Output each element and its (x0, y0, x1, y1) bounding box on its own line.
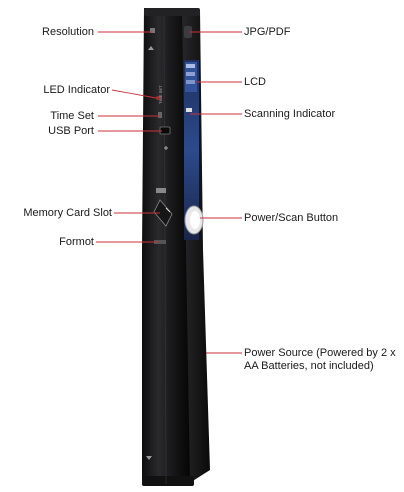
scanner-top-cap (144, 8, 200, 16)
memory-card-slot (153, 188, 173, 227)
usb-port (159, 126, 171, 135)
label-power-source: Power Source (Powered by 2 x AA Batterie… (244, 347, 396, 372)
time-set-button (158, 112, 162, 118)
label-memory-card-slot: Memory Card Slot (23, 207, 112, 219)
label-lcd: LCD (244, 76, 267, 88)
format-button (154, 240, 166, 244)
resolution-marker (150, 28, 155, 33)
label-jpg-pdf: JPG/PDF (244, 26, 291, 38)
scanner-front-face (142, 8, 190, 484)
scanning-indicator-light (186, 108, 192, 112)
leader-lines (96, 31, 242, 354)
label-resolution: Resolution (42, 26, 94, 38)
scanner-body (142, 8, 210, 486)
led-indicator-dot (156, 96, 160, 100)
top-arrow-mark (148, 46, 154, 50)
power-scan-button (184, 205, 204, 235)
jpg-pdf-button (184, 26, 192, 38)
scanner-bottom-cap (142, 476, 194, 486)
time-set-marking: TIME SET (158, 85, 163, 104)
label-time-set: Time Set (50, 110, 94, 122)
leader-led-indicator (111, 89, 157, 99)
bottom-arrow-mark (146, 456, 152, 460)
label-format: Formot (59, 236, 94, 248)
label-usb-port: USB Port (48, 125, 94, 137)
label-led-indicator: LED Indicator (43, 84, 110, 96)
label-power-scan-button: Power/Scan Button (244, 212, 339, 224)
lcd-screen (184, 60, 199, 240)
usb-icon (164, 146, 168, 150)
label-scanning-indicator: Scanning Indicator (244, 108, 336, 120)
